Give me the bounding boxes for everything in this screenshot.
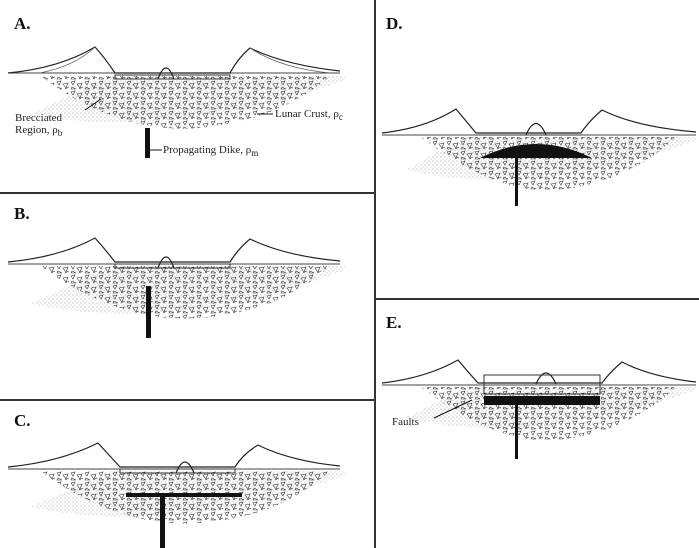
crust-text: Lunar Crust, ρ: [275, 108, 339, 120]
dike-bar-c: [160, 495, 165, 548]
brecciated-sub: b: [58, 128, 63, 138]
panel-d: D.: [376, 0, 699, 298]
sill-slab-e: [484, 396, 600, 405]
dike-sub: m: [251, 148, 258, 158]
dike-bar-e: [515, 404, 518, 459]
propagating-dike-bar: [145, 128, 150, 158]
crater-diagram-d: [376, 0, 699, 298]
panel-b: B.: [0, 194, 374, 399]
crater-diagram-c: [0, 401, 374, 548]
panel-a: A. Brecciated Region, ρb Lunar Crust, ρc…: [0, 0, 374, 192]
lunar-crust-label: Lunar Crust, ρc: [275, 108, 343, 123]
crater-diagram-a: [0, 0, 374, 192]
propagating-dike-label: Propagating Dike, ρm: [163, 144, 258, 159]
crater-diagram-b: [0, 194, 374, 399]
crater-diagram-e: [376, 300, 699, 548]
dike-bar-d: [515, 156, 518, 206]
brecciated-text-1: Brecciated: [15, 112, 62, 124]
dike-bar-b: [146, 286, 151, 338]
brecciated-text-2: Region, ρ: [15, 124, 58, 136]
crust-sub: c: [339, 112, 343, 122]
faults-label: Faults: [392, 416, 419, 428]
brecciated-region-label: Brecciated Region, ρb: [15, 112, 62, 139]
sill-bar-c: [126, 493, 242, 497]
dike-text: Propagating Dike, ρ: [163, 144, 251, 156]
panel-e: E. Faults: [376, 300, 699, 548]
panel-c: C.: [0, 401, 374, 548]
